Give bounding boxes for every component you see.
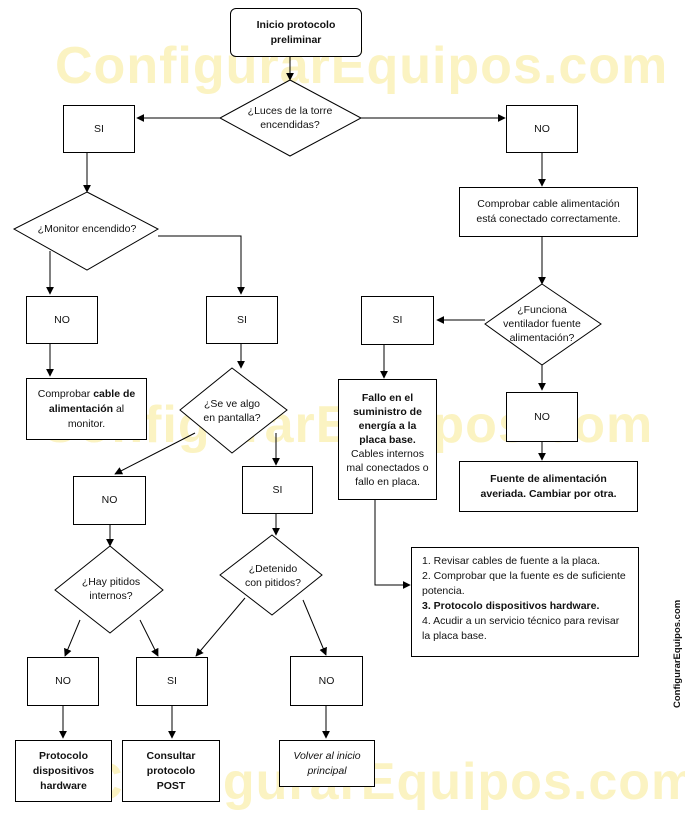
- si-label-5: SI: [167, 675, 177, 687]
- si-box-5: SI: [136, 657, 208, 706]
- comprobar-monitor-text: Comprobar cable de alimentación al monit…: [35, 387, 138, 432]
- no-box-6: NO: [290, 656, 363, 706]
- comprobar-monitor-text-a: Comprobar: [37, 387, 94, 400]
- protocolo-hw-box: Protocolo dispositivos hardware: [15, 740, 112, 802]
- volver-box: Volver al inicio principal: [279, 740, 375, 787]
- decision-pantalla: ¿Se ve algo en pantalla?: [200, 388, 264, 434]
- decision-monitor-shape: [12, 191, 160, 271]
- step-2: 2. Comprobar que la fuente es de suficie…: [422, 570, 626, 597]
- decision-pitidos-shape: [54, 545, 164, 634]
- decision-luces-shape: [218, 79, 363, 157]
- steps-box: 1. Revisar cables de fuente a la placa. …: [411, 547, 639, 657]
- consultar-post-box: Consultar protocolo POST: [122, 740, 220, 802]
- decision-monitor: ¿Monitor encendido?: [30, 214, 144, 244]
- no-box-4: NO: [73, 476, 146, 525]
- decision-monitor-label: ¿Monitor encendido?: [37, 223, 137, 235]
- no-label-5: NO: [55, 675, 71, 687]
- no-label-6: NO: [318, 674, 335, 687]
- decision-pitidos-label: ¿Hay pitidos internos?: [81, 576, 141, 602]
- si-box-2: SI: [206, 296, 278, 344]
- decision-luces: ¿Luces de la torre encendidas?: [238, 100, 342, 136]
- step-3: 3. Protocolo dispositivos hardware.: [422, 600, 600, 612]
- si-label-3: SI: [392, 314, 403, 326]
- comprobar-monitor-text-b: cable de alimentación: [48, 387, 136, 415]
- fallo-box: Fallo en el suministro de energía a la p…: [338, 379, 437, 500]
- decision-ventilador-shape: [484, 283, 602, 366]
- consultar-post-label: Consultar protocolo POST: [146, 749, 196, 792]
- fuente-averiada-label: Fuente de alimentación averiada. Cambiar…: [480, 472, 617, 500]
- step-1: 1. Revisar cables de fuente a la placa.: [422, 555, 601, 567]
- decision-ventilador: ¿Funciona ventilador fuente alimentación…: [500, 300, 584, 348]
- no-label-4: NO: [101, 494, 118, 506]
- decision-ventilador-label: ¿Funciona ventilador fuente alimentación…: [503, 304, 581, 344]
- si-label-2: SI: [237, 313, 247, 326]
- no-box-2: NO: [26, 296, 98, 344]
- protocolo-hw-label: Protocolo dispositivos hardware: [32, 749, 95, 792]
- start-box: Inicio protocolo preliminar: [230, 8, 362, 57]
- si-box-4: SI: [242, 466, 313, 514]
- fallo-body: Cables internos mal conectados o fallo e…: [346, 447, 429, 488]
- no-label-1: NO: [534, 122, 550, 135]
- start-label: Inicio protocolo preliminar: [256, 18, 336, 46]
- no-box-3: NO: [506, 392, 578, 442]
- no-box-1: NO: [506, 105, 578, 153]
- step-4: 4. Acudir a un servicio técnico para rev…: [422, 615, 620, 642]
- comprobar-cable-box: Comprobar cable alimentación está conect…: [459, 187, 638, 237]
- no-box-5: NO: [27, 657, 99, 706]
- decision-pantalla-shape: [179, 367, 288, 454]
- fallo-title: Fallo en el suministro de energía a la p…: [353, 391, 422, 446]
- decision-detenido-shape: [219, 534, 323, 616]
- comprobar-cable-label: Comprobar cable alimentación está conect…: [476, 198, 621, 225]
- si-label-1: SI: [94, 122, 104, 135]
- comprobar-monitor-box: Comprobar cable de alimentación al monit…: [26, 378, 147, 440]
- side-site-label: ConfigurarEquipos.com: [672, 599, 683, 708]
- decision-luces-label: ¿Luces de la torre encendidas?: [247, 105, 333, 131]
- decision-detenido: ¿Detenido con pitidos?: [244, 553, 302, 599]
- decision-detenido-label: ¿Detenido con pitidos?: [244, 563, 302, 589]
- si-box-1: SI: [63, 105, 135, 153]
- si-label-4: SI: [272, 483, 283, 496]
- comprobar-monitor-text-c: al monitor.: [67, 402, 125, 430]
- si-box-3: SI: [361, 296, 434, 345]
- no-label-3: NO: [534, 410, 550, 423]
- fuente-averiada-box: Fuente de alimentación averiada. Cambiar…: [459, 461, 638, 512]
- no-label-2: NO: [54, 313, 70, 326]
- volver-label: Volver al inicio principal: [293, 749, 361, 777]
- decision-pantalla-label: ¿Se ve algo en pantalla?: [203, 398, 261, 424]
- decision-pitidos: ¿Hay pitidos internos?: [80, 566, 142, 612]
